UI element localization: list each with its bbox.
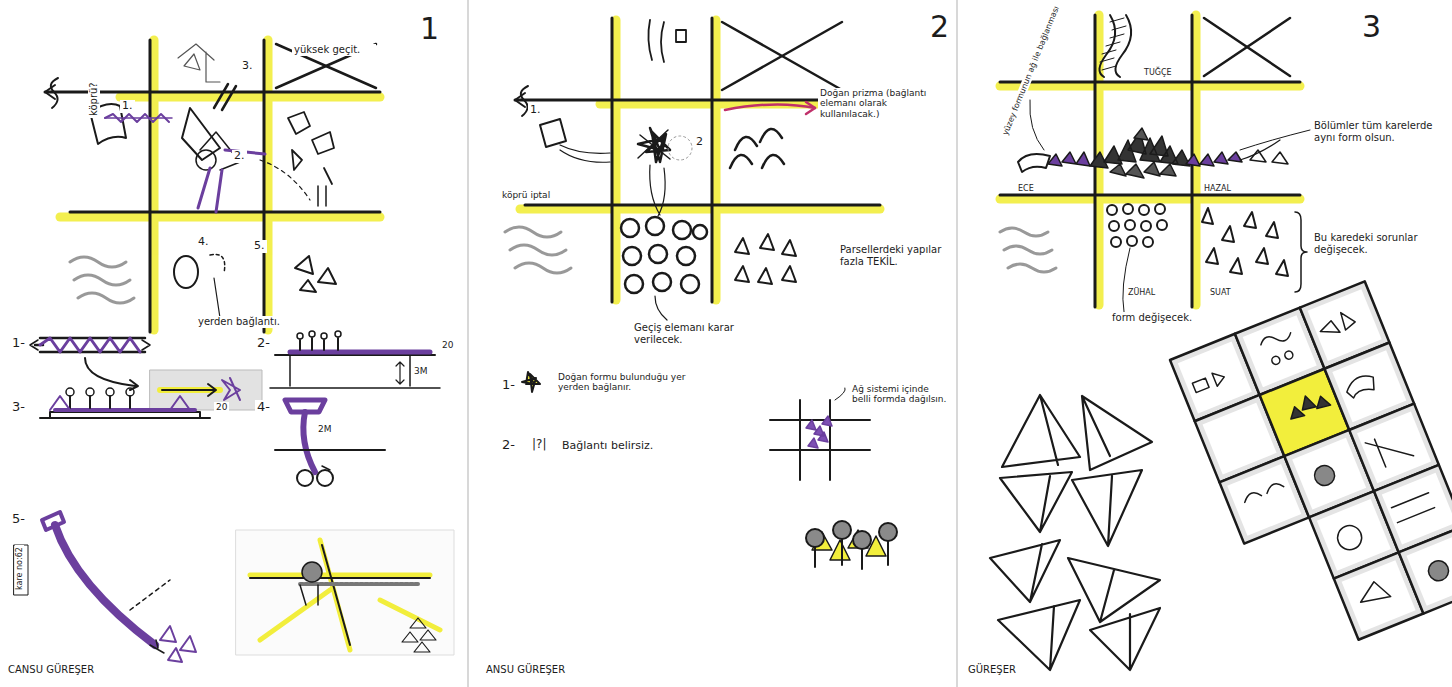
detail-number: 2- <box>500 438 517 453</box>
sheet-number: 1 <box>418 12 441 47</box>
handwritten-note: yüksek geçit. <box>292 44 376 56</box>
handwritten-note: Ağ sistemi içinde belli formda dağılsın. <box>850 384 950 405</box>
handwritten-note: kare no:62 <box>15 545 24 592</box>
handwritten-note: Bağlantı belirsiz. <box>560 440 655 453</box>
callout-number: 5. <box>252 240 267 253</box>
owner-name: HAZAL <box>1202 184 1233 193</box>
callout-number: 4. <box>196 236 211 249</box>
handwritten-note: Bu karedeki sorunlar değişecek. <box>1312 232 1436 255</box>
handwritten-note: Parsellerdeki yapılar fazla TEKİL. <box>838 244 952 267</box>
owner-name: ZÜHAL <box>1126 288 1157 297</box>
handwritten-note: |?| <box>530 438 548 452</box>
detail-number: 1- <box>500 378 517 393</box>
author-signature: CANSU GÜREŞER <box>6 664 96 676</box>
owner-name: ECE <box>1016 184 1036 193</box>
detail-number: 3- <box>10 400 27 415</box>
callout-number: 1. <box>528 104 543 117</box>
sheet-number: 2 <box>928 10 951 45</box>
detail-number: 2- <box>255 336 272 351</box>
handwritten-note: Geçiş elemanı karar verilecek. <box>632 322 756 345</box>
author-signature: ANSU GÜREŞER <box>484 664 567 676</box>
detail-number: 5- <box>10 512 27 527</box>
owner-name: TUĞÇE <box>1142 68 1174 77</box>
callout-number: 2. <box>232 150 247 163</box>
dimension: 20 <box>214 402 229 412</box>
callout-number: 1. <box>120 100 135 113</box>
handwritten-note: Doğan prizma (bağlantı elemanı olarak ku… <box>818 88 940 119</box>
handwritten-note: köprü? <box>88 80 100 118</box>
handwritten-note: Doğan formu bulunduğu yer yerden bağlanı… <box>556 372 690 393</box>
callout-number: 3. <box>240 60 255 73</box>
handwritten-note: form değişecek. <box>1110 312 1194 324</box>
callout-number: 2 <box>694 136 705 149</box>
dimension: 20 <box>440 340 455 350</box>
dimension: 3M <box>412 366 430 376</box>
dimension: 2M <box>316 424 334 434</box>
handwritten-note: köprü iptal <box>500 190 552 200</box>
handwritten-note: Bölümler tüm karelerde aynı form olsun. <box>1312 120 1436 143</box>
sheet-number: 3 <box>1360 10 1383 45</box>
detail-number: 1- <box>10 336 27 351</box>
author-signature: GÜREŞER <box>966 664 1018 676</box>
handwritten-note: yerden bağlantı. <box>196 316 282 328</box>
owner-name: SUAT <box>1208 288 1233 297</box>
detail-number: 4- <box>255 400 272 415</box>
